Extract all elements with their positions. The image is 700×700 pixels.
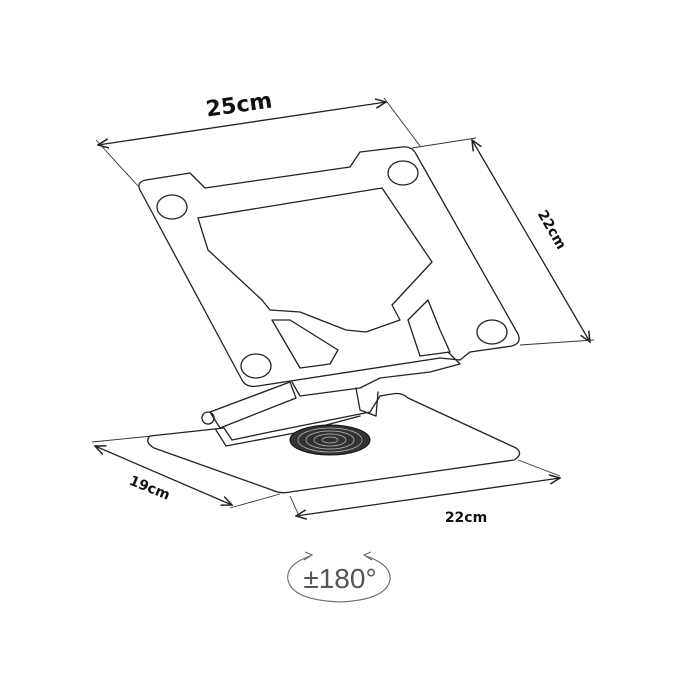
dimension-arrow <box>98 102 386 145</box>
plate-hole <box>476 319 508 345</box>
arm-joint <box>355 387 379 417</box>
extension-line <box>95 139 139 187</box>
arm-foot <box>215 415 361 447</box>
rotation-arrow-icon <box>287 555 391 603</box>
extension-line <box>383 97 421 147</box>
extension-line <box>519 339 595 346</box>
dimension-arrow <box>95 446 232 505</box>
extension-line <box>229 493 281 509</box>
top-width-label: 25cm <box>204 89 273 123</box>
rotation-label: ±180° <box>303 563 376 594</box>
rotation-indicator: ±180° <box>287 551 391 603</box>
base <box>147 392 521 494</box>
hinge-bracket-right <box>407 299 451 357</box>
dimension-plate-depth: 22cm <box>411 137 595 346</box>
laptop-plate <box>138 146 520 397</box>
plate-cutout <box>197 187 433 333</box>
turntable-disk <box>289 424 371 456</box>
rotating-turntable <box>289 424 371 456</box>
dimension-arrow <box>296 478 560 516</box>
extension-line <box>411 137 477 149</box>
knob <box>201 411 215 425</box>
hinge-bracket-left <box>271 319 339 369</box>
base-depth-label: 19cm <box>127 473 172 504</box>
dimension-base-depth: 19cm <box>91 435 281 509</box>
plate-hole <box>387 160 419 186</box>
plate-outline <box>138 146 520 388</box>
dimension-arrow <box>472 140 590 342</box>
arm-lower <box>209 381 297 429</box>
plate-lip <box>291 351 461 397</box>
plate-hole <box>240 353 272 379</box>
plate-hole <box>156 194 188 220</box>
dimension-base-width: 22cm <box>289 459 561 526</box>
plate-depth-label: 22cm <box>534 208 569 253</box>
dimension-top-width: 25cm <box>95 89 421 187</box>
base-width-label: 22cm <box>445 510 487 526</box>
extension-line <box>91 435 153 443</box>
extension-line <box>517 459 561 477</box>
support-arm <box>201 381 379 447</box>
extension-line <box>289 495 301 519</box>
